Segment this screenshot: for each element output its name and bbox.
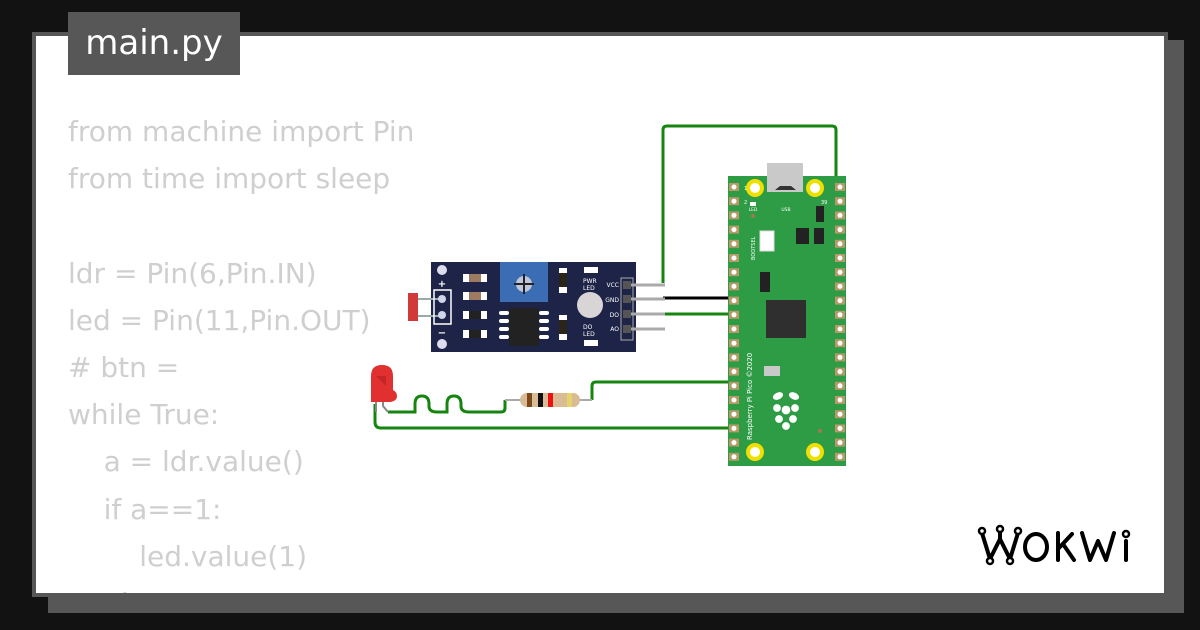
svg-text:2: 2 bbox=[744, 200, 747, 206]
pico-pin-hole bbox=[837, 440, 843, 446]
pico-pin-hole bbox=[731, 184, 737, 190]
code-line: a = ldr.value() bbox=[68, 445, 304, 479]
svg-text:DO: DO bbox=[583, 324, 593, 331]
raspberry-logo-icon bbox=[771, 390, 801, 432]
pico-pin-hole bbox=[837, 397, 843, 403]
pico-right-pins bbox=[835, 183, 845, 461]
code-line: from time import sleep bbox=[68, 162, 391, 196]
svg-text:GND: GND bbox=[605, 297, 619, 304]
wire-led-resistor bbox=[388, 394, 507, 414]
pico-pin-hole bbox=[837, 354, 843, 360]
pico-pin-hole bbox=[731, 326, 737, 332]
red-led[interactable] bbox=[371, 365, 397, 413]
svg-text:−: − bbox=[438, 328, 446, 339]
rp2040-chip bbox=[766, 300, 806, 338]
card-body: from machine import Pin from time import … bbox=[36, 36, 1164, 593]
svg-text:BOOTSEL: BOOTSEL bbox=[751, 236, 757, 260]
code-line: from machine import Pin bbox=[68, 115, 415, 148]
code-line: else: bbox=[68, 580, 414, 593]
svg-text:PWR: PWR bbox=[583, 278, 597, 285]
resistor[interactable] bbox=[505, 393, 592, 407]
pico-pin-hole bbox=[837, 312, 843, 318]
pico-pin-hole bbox=[731, 340, 737, 346]
pico-pin-hole bbox=[731, 383, 737, 389]
pico-pin-hole bbox=[731, 369, 737, 375]
wire-do bbox=[663, 300, 740, 316]
pico-pin-hole bbox=[837, 298, 843, 304]
pico-pin-hole bbox=[837, 383, 843, 389]
pico-pin-hole bbox=[731, 255, 737, 261]
svg-text:Raspberry Pi Pico ©2020: Raspberry Pi Pico ©2020 bbox=[746, 353, 754, 440]
pico-pin-hole bbox=[731, 212, 737, 218]
svg-text:+: + bbox=[438, 279, 446, 290]
circuit-diagram: + − bbox=[371, 124, 846, 466]
do-led bbox=[584, 340, 598, 346]
pico-pin-hole bbox=[731, 425, 737, 431]
wire-resistor-pico bbox=[590, 380, 736, 400]
project-card: from machine import Pin from time import … bbox=[32, 32, 1168, 597]
pico-pin-hole bbox=[837, 241, 843, 247]
pico-pin-hole bbox=[731, 411, 737, 417]
code-line: led = Pin(11,Pin.OUT) bbox=[68, 303, 371, 337]
wire-vcc bbox=[661, 124, 838, 283]
file-tab-main-py[interactable]: main.py bbox=[68, 12, 240, 75]
pico-pin-hole bbox=[837, 369, 843, 375]
wokwi-logo[interactable] bbox=[976, 523, 1146, 575]
pico-pin-hole bbox=[731, 397, 737, 403]
wokwi-logo-icon bbox=[977, 524, 1131, 566]
svg-text:LED: LED bbox=[583, 285, 595, 292]
svg-text:LED: LED bbox=[749, 207, 758, 213]
pico-pin-hole bbox=[837, 227, 843, 233]
pico-pin-hole bbox=[731, 283, 737, 289]
photoresistor bbox=[408, 293, 418, 321]
code-preview: from machine import Pin from time import … bbox=[68, 108, 414, 593]
pico-pin-hole bbox=[731, 269, 737, 275]
pico-pin-hole bbox=[731, 454, 737, 460]
code-line: # btn = bbox=[68, 350, 180, 384]
svg-text:LED: LED bbox=[583, 331, 595, 338]
pico-pin-hole bbox=[837, 454, 843, 460]
code-line: led.value(1) bbox=[68, 539, 308, 573]
bootsel-button[interactable] bbox=[759, 230, 775, 252]
pico-pin-hole bbox=[731, 354, 737, 360]
pico-pin-hole bbox=[837, 184, 843, 190]
svg-text:USB: USB bbox=[781, 207, 790, 213]
code-line: while True: bbox=[68, 398, 220, 432]
svg-text:39: 39 bbox=[821, 200, 827, 206]
svg-text:VCC: VCC bbox=[607, 282, 619, 289]
pico-pin-hole bbox=[837, 411, 843, 417]
wire-led-gnd bbox=[373, 404, 736, 430]
pico-pin-hole bbox=[837, 198, 843, 204]
pico-pin-hole bbox=[731, 298, 737, 304]
ldr-sensor-module[interactable]: + − bbox=[408, 262, 665, 352]
pico-pin-hole bbox=[731, 241, 737, 247]
pico-left-pins bbox=[729, 183, 739, 461]
pico-pin-hole bbox=[837, 269, 843, 275]
svg-text:DO: DO bbox=[610, 312, 620, 319]
pico-pin-hole bbox=[731, 227, 737, 233]
onboard-led bbox=[750, 202, 756, 206]
svg-text:1: 1 bbox=[744, 186, 747, 192]
pico-pin-hole bbox=[837, 212, 843, 218]
pico-pin-hole bbox=[731, 312, 737, 318]
code-line: if a==1: bbox=[68, 492, 222, 526]
pico-pin-hole bbox=[837, 425, 843, 431]
pico-pin-hole bbox=[837, 283, 843, 289]
svg-text:AO: AO bbox=[610, 326, 619, 333]
raspberry-pi-pico[interactable]: 1 2 39 LED USB BOOTSEL Raspberry Pi Pico… bbox=[728, 163, 846, 466]
pico-pin-hole bbox=[837, 326, 843, 332]
pico-pin-hole bbox=[837, 340, 843, 346]
pico-pin-hole bbox=[731, 440, 737, 446]
wire-gnd bbox=[663, 284, 738, 300]
pico-pin-hole bbox=[837, 255, 843, 261]
pwr-led bbox=[584, 267, 598, 273]
code-line: ldr = Pin(6,Pin.IN) bbox=[68, 256, 317, 290]
pico-pin-hole bbox=[731, 198, 737, 204]
